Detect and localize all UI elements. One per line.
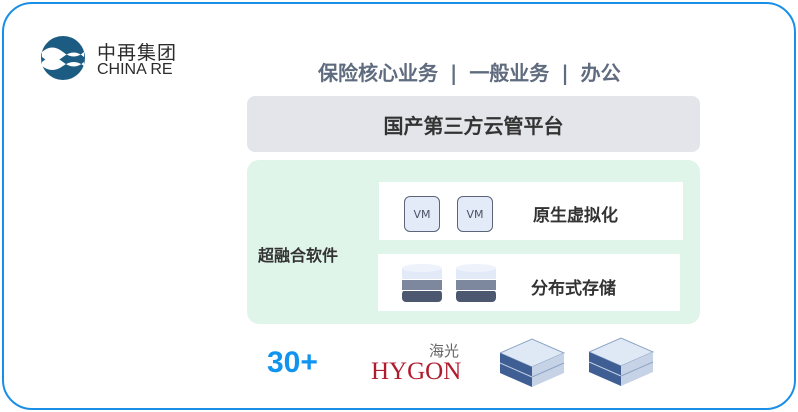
business-header: 保险核心业务 | 一般业务 | 办公 [318,57,621,86]
database-icon [456,264,496,302]
server-icon [500,338,565,387]
hygon-logo-cn: 海光 [429,342,460,360]
logo-name-cn: 中再集团 [97,42,178,64]
business-general: 一般业务 [469,61,550,85]
vendor-count: 30+ [267,346,318,379]
separator: | [450,61,458,85]
virtualization-label: 原生虚拟化 [533,206,618,226]
cloud-platform-layer: 国产第三方云管平台 [247,96,700,152]
china-re-logo-icon [41,36,85,80]
virtualization-row: VM VM 原生虚拟化 [379,182,683,240]
separator: | [561,61,569,85]
business-office: 办公 [580,61,621,85]
storage-label: 分布式存储 [531,279,616,299]
server-icon [589,337,654,386]
logo-name-en: CHINA RE [97,61,173,78]
cloud-platform-label: 国产第三方云管平台 [383,113,564,138]
hygon-logo-en: HYGON [371,358,462,385]
vm-icon: VM [457,196,493,232]
vm-icon: VM [404,196,440,232]
business-core-insurance: 保险核心业务 [318,61,438,85]
database-icon [402,264,442,302]
storage-row: 分布式存储 [378,254,680,311]
hci-label: 超融合软件 [258,246,339,265]
